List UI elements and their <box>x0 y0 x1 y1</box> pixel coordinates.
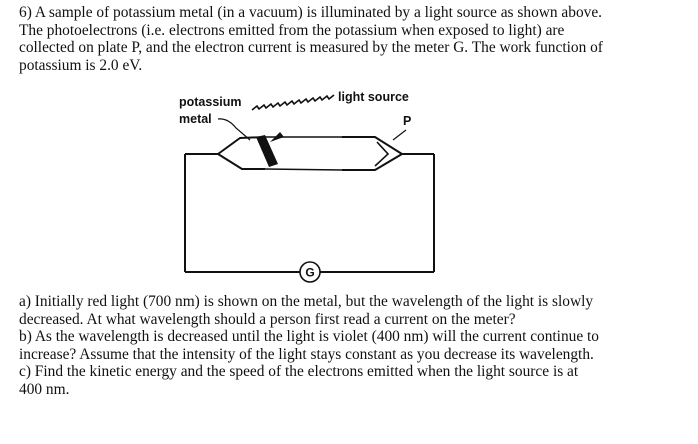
question-line-6: 400 nm. <box>19 380 70 398</box>
potassium-metal-plate <box>256 135 278 167</box>
problem-statement: 6) A sample of potassium metal (in a vac… <box>19 4 689 74</box>
plate-pointer-line <box>392 129 407 141</box>
label-potassium: potassium <box>179 95 242 109</box>
questions-block: a) Initially red light (700 nm) is shown… <box>19 293 689 399</box>
question-line-3: b) As the wavelength is decreased until … <box>19 328 600 346</box>
problem-line-4: potassium is 2.0 eV. <box>19 56 143 74</box>
meter-g-icon <box>299 261 321 283</box>
question-line-1: a) Initially red light (700 nm) is shown… <box>19 293 594 310</box>
question-line-5: c) Find the kinetic energy and the speed… <box>19 363 579 381</box>
tube-left-end <box>217 136 266 170</box>
tube-bottom-edge <box>264 168 343 171</box>
label-metal: metal <box>179 112 212 126</box>
collector-plate-p <box>374 141 390 167</box>
light-beam <box>251 94 335 111</box>
meter-g-label: G <box>305 266 314 280</box>
problem-line-1: 6) A sample of potassium metal (in a vac… <box>19 4 603 21</box>
circuit-svg: potassium metal light source P G <box>179 90 435 283</box>
problem-line-2: The photoelectrons (i.e. electrons emitt… <box>19 21 565 39</box>
label-light-source: light source <box>338 90 409 104</box>
label-plate-p: P <box>403 114 411 128</box>
problem-line-3: collected on plate P, and the electron c… <box>19 39 603 57</box>
question-line-4: increase? Assume that the intensity of t… <box>19 345 594 363</box>
metal-pointer-line <box>217 118 251 141</box>
photoelectric-circuit-diagram: potassium metal light source P G <box>170 82 450 290</box>
question-line-2: decreased. At what wavelength should a p… <box>19 310 516 328</box>
tube-right-end <box>342 136 403 171</box>
